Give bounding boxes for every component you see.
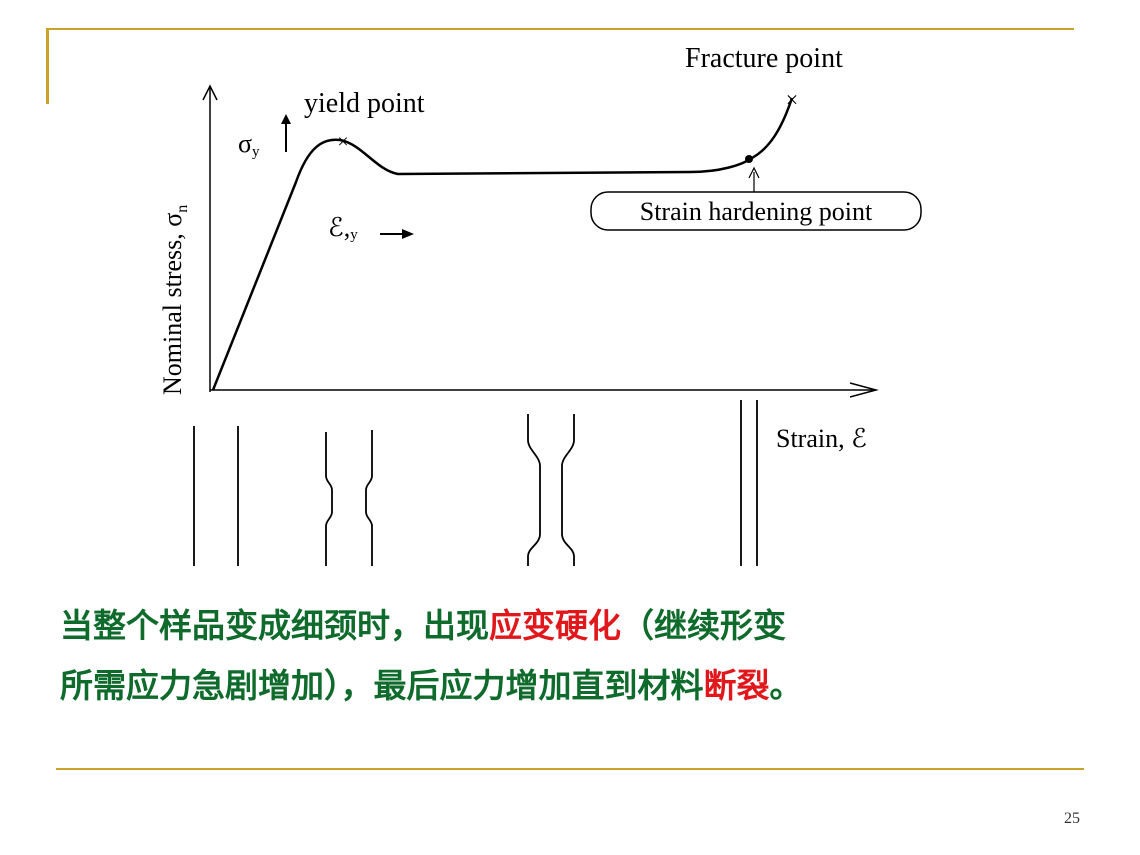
specimen-necking-onset xyxy=(325,430,373,566)
specimen-fractured xyxy=(740,400,758,566)
specimen-full-neck xyxy=(527,414,575,566)
y-axis-label: Nominal stress, σn xyxy=(158,205,191,395)
caption-line1-part-a: 当整个样品变成细颈时，出现 xyxy=(60,606,489,645)
x-axis-arrow xyxy=(849,382,879,398)
caption-highlight-strain-hardening: 应变硬化 xyxy=(489,606,621,645)
caption-line2-part-b: 。 xyxy=(769,666,803,705)
sigma-y-label: σy xyxy=(238,129,260,160)
stress-strain-diagram: Nominal stress, σn × yield point σy ℰ,y … xyxy=(158,43,922,566)
fracture-point-label: Fracture point xyxy=(685,43,843,74)
fracture-point-marker: × xyxy=(786,87,798,112)
y-axis-arrow xyxy=(202,84,218,101)
strain-hardening-arrowhead xyxy=(748,166,760,179)
yield-point-label: yield point xyxy=(304,88,425,119)
caption-line-1: 当整个样品变成细颈时，出现应变硬化（继续形变 xyxy=(60,596,1060,656)
bottom-frame-line xyxy=(56,768,1084,770)
strain-hardening-dot xyxy=(745,155,753,163)
sigma-y-arrowhead xyxy=(281,114,291,124)
x-axis-label: Strain, ℰ xyxy=(776,424,867,453)
caption-line1-part-b: （继续形变 xyxy=(621,606,786,645)
epsilon-y-label: ℰ,y xyxy=(328,213,358,243)
strain-hardening-box xyxy=(590,191,922,231)
caption-text: 当整个样品变成细颈时，出现应变硬化（继续形变 所需应力急剧增加），最后应力增加直… xyxy=(60,596,1060,716)
caption-line2-part-a: 所需应力急剧增加），最后应力增加直到材料 xyxy=(60,666,704,705)
yield-point-marker: × xyxy=(337,131,348,153)
page-number: 25 xyxy=(1064,810,1080,827)
caption-line-2: 所需应力急剧增加），最后应力增加直到材料断裂。 xyxy=(60,656,1060,716)
epsilon-y-arrowhead xyxy=(402,229,414,239)
strain-hardening-label: Strain hardening point xyxy=(640,197,873,226)
stress-strain-curve xyxy=(211,97,794,391)
left-frame-line xyxy=(46,28,49,104)
top-frame-line xyxy=(46,28,1074,30)
caption-highlight-fracture: 断裂 xyxy=(703,666,770,705)
specimen-uniform xyxy=(193,426,239,566)
